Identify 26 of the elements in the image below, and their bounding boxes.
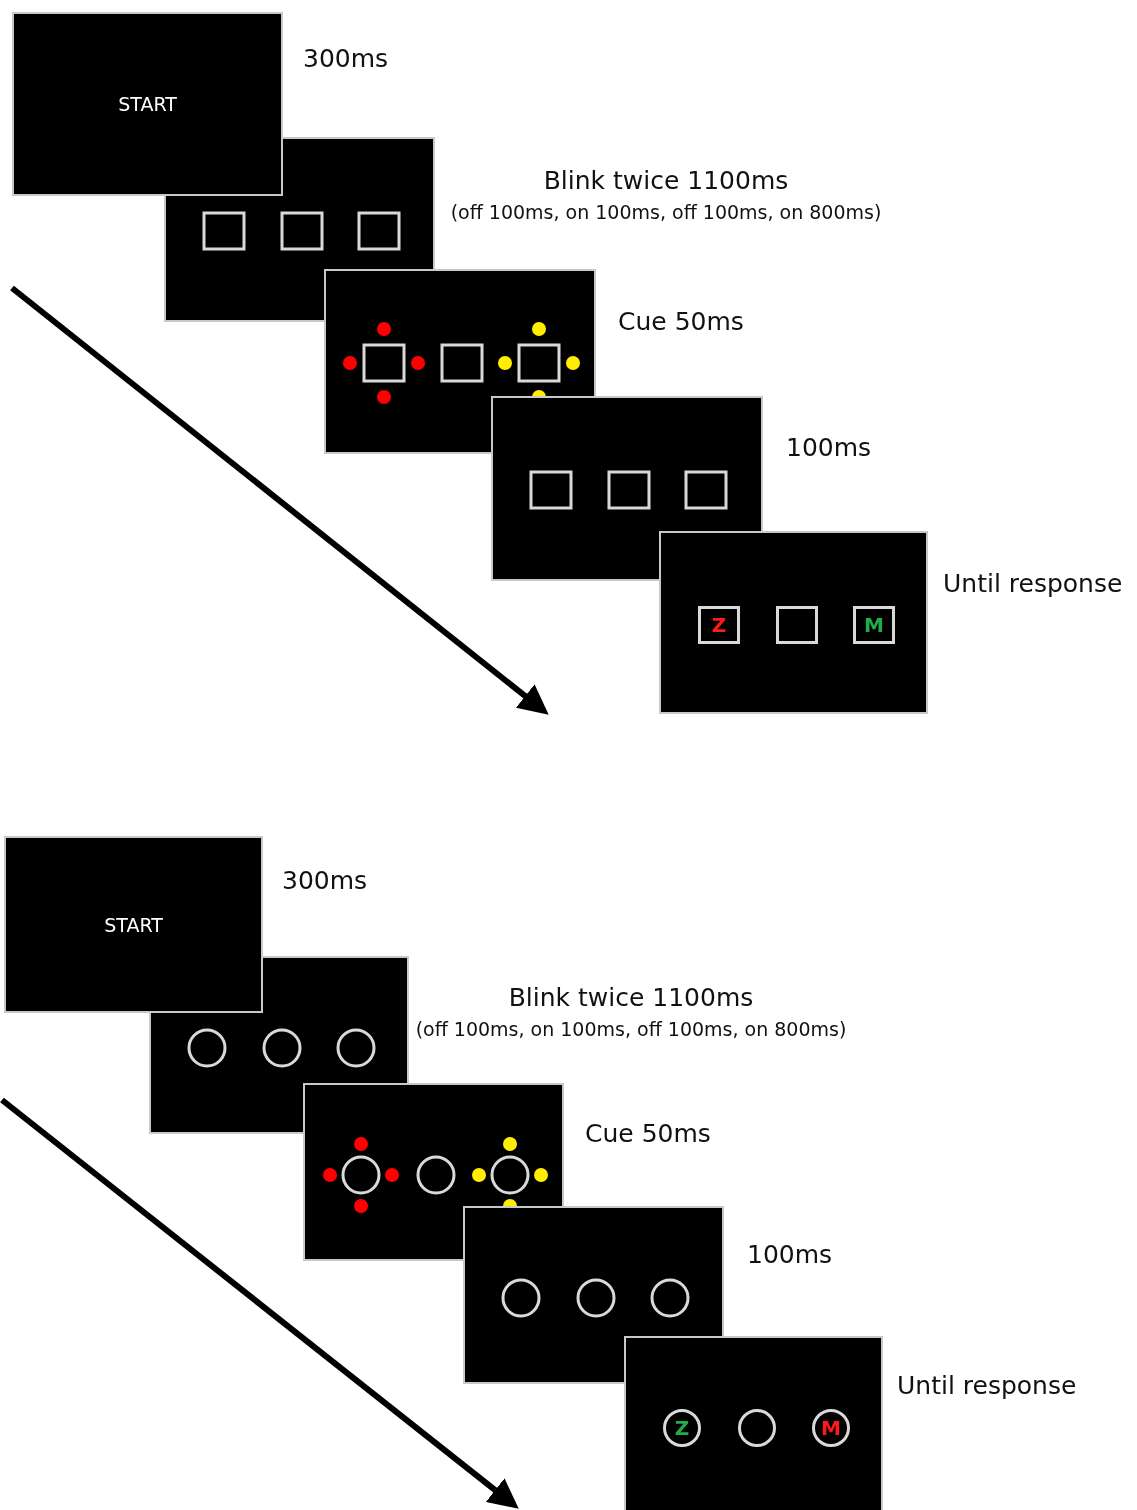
duration-label: Cue 50ms — [618, 307, 744, 336]
response-circle — [738, 1409, 776, 1447]
duration-label: Blink twice 1100ms — [508, 983, 754, 1012]
display-screen — [624, 1336, 883, 1510]
display-screen — [659, 531, 928, 714]
response-circle: M — [812, 1409, 850, 1447]
response-square: Z — [698, 606, 740, 644]
response-circle: Z — [663, 1409, 701, 1447]
duration-label: 300ms — [303, 44, 389, 73]
duration-label: 100ms — [786, 433, 872, 462]
display-screen — [491, 396, 763, 581]
display-screen — [4, 836, 263, 1013]
duration-label: 300ms — [282, 866, 368, 895]
display-screen — [12, 12, 283, 196]
duration-label: Cue 50ms — [585, 1119, 711, 1148]
duration-label: 100ms — [747, 1240, 833, 1269]
duration-label: Until response — [943, 569, 1123, 598]
timing-note: (off 100ms, on 100ms, off 100ms, on 800ms) — [450, 201, 882, 223]
screen-text: START — [117, 93, 178, 115]
response-square: M — [853, 606, 895, 644]
screen-text: START — [103, 913, 164, 936]
duration-label: Until response — [897, 1371, 1077, 1400]
timing-note: (off 100ms, on 100ms, off 100ms, on 800ms) — [415, 1018, 847, 1040]
duration-label: Blink twice 1100ms — [543, 166, 789, 195]
display-screen — [463, 1206, 724, 1384]
response-square — [776, 606, 818, 644]
